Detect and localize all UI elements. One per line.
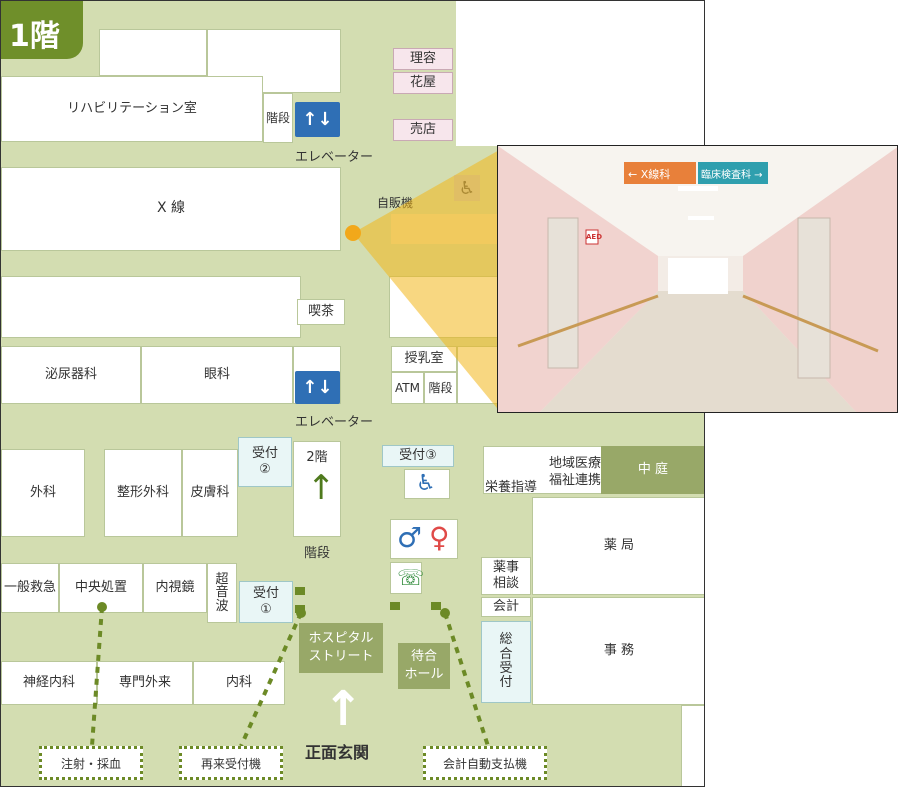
room-orthopedics: 整形外科 [104,449,182,537]
room-office: 事 務 [532,597,704,705]
label-main-entrance: 正面玄関 [305,743,370,762]
room-rehab: リハビリテーション室 [1,76,263,142]
room-ophthalmology: 眼科 [141,346,293,404]
waiting-hall: 待合 ホール [398,643,450,689]
label-nutrition: 栄養指導 [485,480,538,495]
phone-box [390,562,422,594]
room-surgery: 外科 [1,449,85,537]
sign-aed: AED [586,233,603,241]
elevator-icon-mid: ↑↓ [295,371,340,404]
room-atm: ATM [391,372,424,404]
stairs-main-block: 2階 [293,441,341,537]
restroom-female-icon: ♀ [429,521,450,554]
marker-4 [431,602,441,610]
label-auto-pay: 会計自動支払機 [423,746,547,780]
viewpoint-marker [345,225,361,241]
restroom-box [390,519,458,559]
room-accounting: 会計 [481,597,531,617]
room-general-reception: 総 合 受 付 [481,621,531,703]
label-elevator-top: エレベーター [295,150,374,165]
marker-3 [390,602,400,610]
room-dermatology: 皮膚科 [182,449,238,537]
entrance-arrow-icon: ↑ [323,681,364,737]
wheelchair-box [404,469,450,499]
restroom-male-icon: ♂ [397,521,423,554]
floor-label-text: 1階 [9,19,60,54]
room-barber: 理容 [393,48,453,70]
room-specialist: 専門外来 [97,661,193,705]
room-lower-right [681,705,704,786]
elevator-icon: ↑↓ [295,102,340,137]
room-reception1: 受付 ① [239,581,293,623]
sign-xray: ← X線科 [628,168,671,181]
phone-icon: ☏ [397,566,425,591]
label-stairs-main: 階段 [304,546,331,561]
floor-label [1,1,83,59]
room-urology: 泌尿器科 [1,346,141,404]
room-regional [483,446,623,494]
room-stairs-top: 階段 [263,93,293,143]
corridor-photo: ← X線科 臨床検査科 → AED [497,145,898,413]
label-regional: 地域医療 福祉連携室 [549,456,615,488]
courtyard: 中 庭 [601,446,704,494]
room-florist: 花屋 [393,72,453,94]
room-pharma-consult: 薬事 相談 [481,557,531,595]
room-cafe: 喫茶 [297,299,345,325]
wheelchair-icon-2: ♿ [416,471,436,496]
room-stairs-mid: 階段 [424,372,457,404]
room-xray: X 線 [1,167,341,251]
room-endoscopy: 内視鏡 [143,563,207,613]
room-ultrasound: 超 音 波 [207,563,237,623]
room-reception2: 受付 ② [238,437,292,487]
room-reception3: 受付③ [382,445,454,467]
label-elevator-mid: エレベーター [295,415,374,430]
lower-white-left [1,276,301,338]
room-neurology: 神経内科 [1,661,97,705]
room-nursing: 授乳室 [391,346,457,372]
hospital-street: ホスピタル ストリート [299,623,383,673]
marker-1 [295,587,305,595]
room-emergency: 一般救急 [1,563,59,613]
corridor-photo-scene [498,146,897,412]
label-revisit: 再来受付機 [179,746,283,780]
sign-lab: 臨床検査科 → [701,170,763,181]
room-pharmacy: 薬 局 [532,497,704,595]
room-shop: 売店 [393,119,453,141]
up-arrow-stairs-icon: ↑ [307,468,336,508]
guide-lines [90,149,501,747]
label-injection: 注射・採血 [39,746,143,780]
right-top-area [456,1,704,146]
top-block-left [99,29,207,76]
